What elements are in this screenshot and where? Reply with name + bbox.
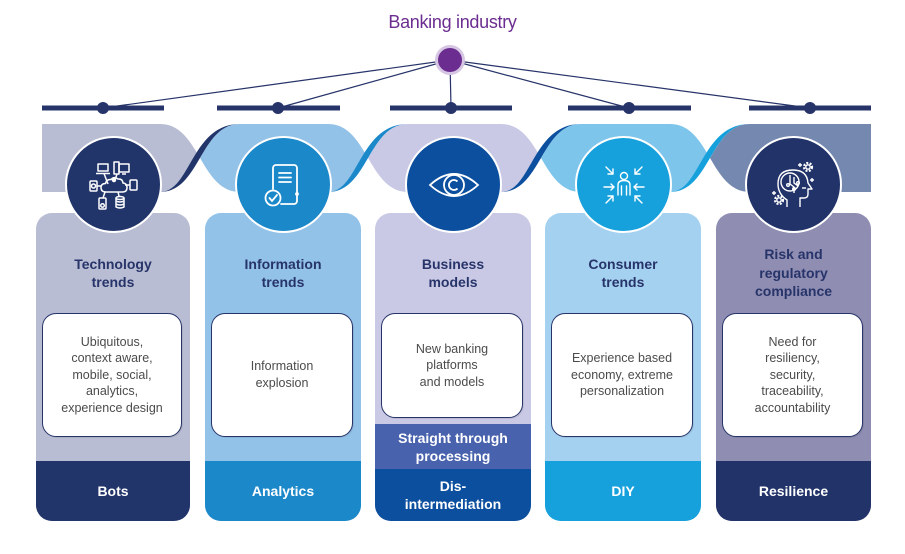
column-card-consumer: Consumer trends Experience based economy… <box>545 213 701 521</box>
column-card-technology: Technology trends Ubiquitous, context aw… <box>36 213 190 521</box>
column-title: Technology trends <box>74 255 152 291</box>
connector-line <box>102 59 451 109</box>
network-devices-icon <box>88 160 138 210</box>
connector-line <box>449 59 630 109</box>
person-focus-icon <box>602 165 645 204</box>
branch-bars <box>42 102 871 114</box>
icon-badge <box>575 136 672 233</box>
band-ribbon <box>670 124 750 192</box>
column-card-information: Information trends Information explosion… <box>205 213 361 521</box>
icon-badge <box>745 136 842 233</box>
band-ribbon <box>501 124 581 192</box>
column-title: Risk and regulatory compliance <box>754 246 833 300</box>
column-title: Business models <box>421 255 485 291</box>
branch-node <box>804 102 816 114</box>
hub-connectors <box>42 45 871 114</box>
diagram-title: Banking industry <box>388 12 517 32</box>
column-title: Consumer trends <box>588 255 658 291</box>
column-description: Information explosion <box>211 313 353 437</box>
column-card-risk: Risk and regulatory compliance Need for … <box>716 213 871 521</box>
icon-badge <box>405 136 502 233</box>
column-description: Ubiquitous, context aware, mobile, socia… <box>42 313 182 437</box>
column-description: Experience based economy, extreme person… <box>551 313 693 437</box>
band-ribbon <box>328 124 408 192</box>
branch-node <box>445 102 457 114</box>
column-title: Information trends <box>244 255 322 291</box>
icon-badge <box>65 136 162 233</box>
head-gears-icon <box>771 161 814 207</box>
document-check-icon <box>264 163 299 206</box>
column-outcome: Analytics <box>205 461 361 521</box>
connector-line <box>449 59 811 109</box>
column-outcome: Resilience <box>716 461 871 521</box>
eye-icon <box>428 172 479 197</box>
icon-badge <box>235 136 332 233</box>
column-description: New banking platforms and models <box>381 313 523 418</box>
column-outcome: Bots <box>36 461 190 521</box>
column-outcome: DIY <box>545 461 701 521</box>
branch-node <box>97 102 109 114</box>
band-ribbon <box>160 124 240 192</box>
column-highlight: Straight through processing <box>375 424 531 469</box>
branch-node <box>623 102 635 114</box>
column-card-business: Business models New banking platforms an… <box>375 213 531 521</box>
connector-line <box>277 59 451 109</box>
hub-node <box>438 48 462 72</box>
column-outcome: Dis- intermediation <box>375 469 531 521</box>
branch-node <box>272 102 284 114</box>
column-description: Need for resiliency, security, traceabil… <box>722 313 863 437</box>
connector-lines <box>102 59 811 109</box>
